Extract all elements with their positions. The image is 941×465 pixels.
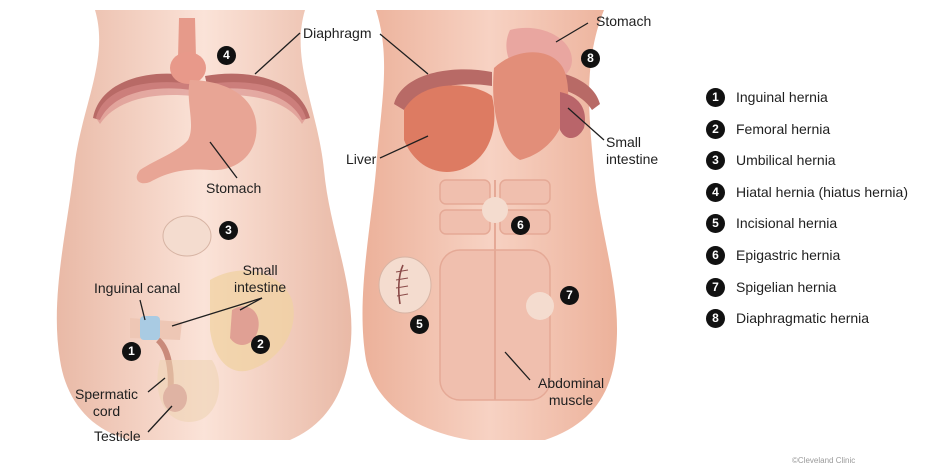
legend-number: 4 — [706, 182, 725, 202]
legend-number: 5 — [706, 214, 725, 234]
marker-8: 8 — [581, 49, 600, 68]
label-diaphragm: Diaphragm — [303, 25, 372, 41]
marker-6: 6 — [511, 216, 530, 235]
legend-label: Epigastric hernia — [736, 246, 841, 263]
marker-4: 4 — [217, 46, 236, 65]
legend-number: 2 — [706, 119, 725, 139]
legend-number: 1 — [706, 88, 725, 107]
legend-label: Umbilical hernia — [736, 152, 836, 169]
label-liver: Liver — [346, 151, 377, 167]
legend-number: 3 — [706, 151, 725, 171]
legend-number: 8 — [706, 309, 725, 329]
label-testicle: Testicle — [94, 428, 141, 444]
leader-lines — [139, 22, 605, 433]
marker-5: 5 — [410, 315, 429, 334]
right-torso — [362, 10, 618, 440]
label-stomach-left: Stomach — [206, 180, 262, 196]
legend-label: Diaphragmatic hernia — [736, 310, 870, 327]
label-spermatic-cord: Spermatic cord — [75, 386, 139, 419]
legend-label: Hiatal hernia (hiatus hernia) — [736, 183, 908, 200]
legend-label: Spigelian hernia — [736, 278, 837, 295]
legend-number: 6 — [706, 245, 725, 265]
marker-2: 2 — [251, 335, 270, 354]
legend-label: Inguinal hernia — [736, 89, 828, 105]
label-inguinal-canal: Inguinal canal — [94, 280, 181, 296]
label-stomach-right: Stomach — [596, 13, 652, 29]
label-small-intestine-right: Small intestine — [606, 134, 659, 167]
label-small-intestine-left: Small intestine — [234, 262, 287, 295]
label-abdominal-muscle: Abdominal muscle — [538, 375, 605, 408]
marker-3: 3 — [219, 221, 238, 240]
legend-number: 7 — [706, 277, 725, 297]
marker-1: 1 — [122, 342, 141, 361]
legend-label: Incisional hernia — [736, 215, 838, 232]
credit-text: ©Cleveland Clinic — [792, 456, 856, 465]
legend-label: Femoral hernia — [736, 120, 831, 137]
marker-7: 7 — [560, 286, 579, 305]
left-torso — [56, 10, 352, 440]
